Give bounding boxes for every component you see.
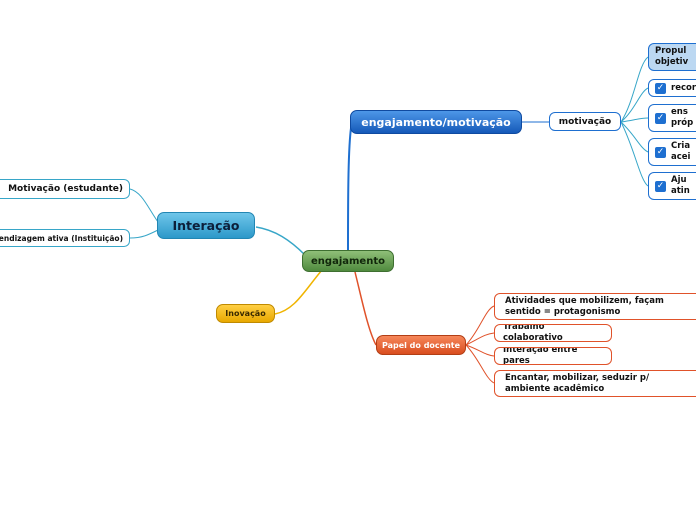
checkbox-checked-icon[interactable]: ✓: [655, 112, 666, 124]
teacher-item-trabalho-colaborativo[interactable]: Trabalho colaborativo: [494, 324, 612, 342]
topic-inovacao-label: Inovação: [225, 309, 266, 318]
teacher-item-interacao-pares[interactable]: Interação entre pares: [494, 347, 612, 365]
motivation-item-recor[interactable]: ✓ recor: [648, 79, 696, 97]
interaction-item-aprendizagem-ativa-text: endizagem ativa (Instituição): [0, 233, 123, 243]
interaction-item-aprendizagem-ativa[interactable]: endizagem ativa (Instituição): [0, 229, 130, 247]
topic-papel-do-docente-label: Papel do docente: [381, 340, 461, 350]
teacher-item-trabalho-colaborativo-text: Trabalho colaborativo: [503, 324, 563, 342]
subtopic-motivacao[interactable]: motivação: [549, 112, 621, 131]
motivation-item-recor-text: recor: [671, 82, 696, 93]
checkbox-checked-icon[interactable]: ✓: [655, 146, 666, 158]
topic-inovacao[interactable]: Inovação: [216, 304, 275, 323]
central-topic-label: engajamento: [311, 255, 385, 267]
topic-engajamento-motivacao-label: engajamento/motivação: [361, 115, 511, 129]
teacher-item-encantar-text: Encantar, mobilizar, seduzir p/ambiente …: [505, 372, 650, 394]
subtopic-motivacao-label: motivação: [558, 116, 612, 127]
checkbox-checked-icon[interactable]: ✓: [655, 180, 666, 192]
teacher-item-interacao-pares-text: Interação entre pares: [503, 347, 578, 365]
topic-engajamento-motivacao[interactable]: engajamento/motivação: [350, 110, 522, 134]
topic-interacao-label: Interação: [172, 218, 240, 233]
central-topic-engajamento[interactable]: engajamento: [302, 250, 394, 272]
topic-interacao[interactable]: Interação: [157, 212, 255, 239]
checkbox-checked-icon[interactable]: ✓: [655, 82, 666, 94]
interaction-item-motivacao-estudante-text: Motivação (estudante): [8, 184, 123, 194]
interaction-item-motivacao-estudante[interactable]: Motivação (estudante): [0, 179, 130, 199]
teacher-item-encantar[interactable]: Encantar, mobilizar, seduzir p/ambiente …: [494, 370, 696, 397]
topic-papel-do-docente[interactable]: Papel do docente: [376, 335, 466, 355]
